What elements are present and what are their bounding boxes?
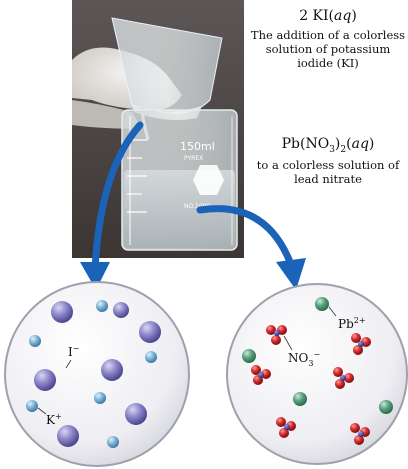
lead-label: Pb2+	[338, 316, 366, 331]
ki-caption-line2: solution of potassium iodide (KI)	[265, 41, 391, 71]
nitrate-ion	[351, 333, 371, 355]
arrow-to-left-circle	[91, 121, 144, 274]
arrow-head-right	[276, 258, 306, 290]
nitrate-pointer	[283, 335, 293, 351]
potassium-pointer	[37, 407, 47, 415]
beaker-hexagon-label	[193, 165, 224, 195]
potassium-ion	[94, 392, 106, 404]
iodide-label: I−	[68, 344, 79, 359]
nitrate-ions	[251, 325, 371, 445]
arrow-head-left	[80, 262, 110, 290]
nitrate-ion	[333, 367, 354, 389]
lead-ion	[293, 392, 307, 406]
ki-caption: 2 KI(aq) The addition of a colorless sol…	[248, 8, 408, 71]
pbno3-caption-line1: to a colorless solution of	[256, 158, 400, 173]
iodide-ion	[113, 302, 129, 318]
lead-ion	[242, 349, 256, 363]
potassium-label: K+	[46, 412, 62, 427]
nitrate-ion	[350, 423, 370, 445]
nitrate-ion	[276, 417, 296, 438]
ki-solution-circle	[4, 281, 190, 467]
ki-caption-line1: The addition of a colorless	[250, 27, 406, 42]
potassium-ions	[26, 300, 157, 448]
beaker-catalog-label: NO.1000	[184, 203, 210, 210]
beaker-volume-label: 150ml	[180, 140, 215, 153]
potassium-ion	[29, 335, 41, 347]
iodide-ions	[34, 301, 161, 447]
nitrate-ion	[251, 365, 271, 385]
beaker-photo: 150ml PYREX NO.1000	[72, 17, 238, 251]
iodide-ion	[51, 301, 73, 323]
potassium-ion	[145, 351, 157, 363]
potassium-ion	[96, 300, 108, 312]
beaker-brand-label: PYREX	[184, 155, 203, 162]
lead-pointer	[328, 306, 337, 317]
nitrate-ion	[266, 325, 287, 345]
photo-background: 150ml PYREX NO.1000	[72, 0, 244, 258]
lead-ions	[242, 297, 393, 414]
arrow-to-right-circle	[196, 205, 294, 266]
iodide-ion	[125, 403, 147, 425]
iodide-ion	[139, 321, 161, 343]
pbno3-caption: Pb(NO3)2(aq) to a colorless solution of …	[248, 136, 408, 187]
iodide-ion	[101, 359, 123, 381]
lead-ion	[379, 400, 393, 414]
ki-formula: 2 KI(aq)	[299, 8, 357, 24]
iodide-ion	[34, 369, 56, 391]
pbno3-formula: Pb(NO3)2(aq)	[281, 136, 375, 155]
pbno3-caption-line2: lead nitrate	[294, 172, 362, 187]
potassium-ion	[26, 400, 38, 412]
lead-ion	[315, 297, 329, 311]
iodide-ion	[57, 425, 79, 447]
iodide-pointer	[65, 359, 72, 369]
potassium-ion	[107, 436, 119, 448]
nitrate-label: NO3−	[288, 350, 320, 368]
